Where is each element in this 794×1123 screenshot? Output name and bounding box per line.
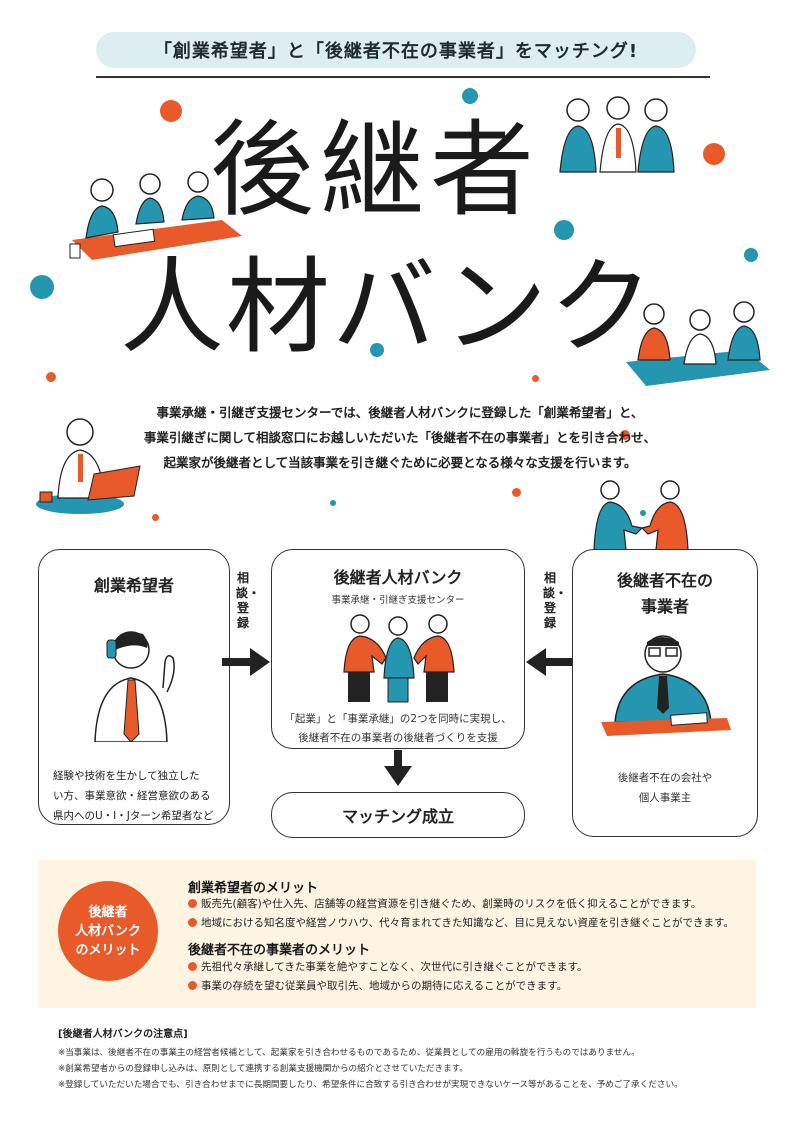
merit-badge: 後継者 人材バンク のメリット <box>58 881 158 981</box>
business-owner-box: 後継者不在の 事業者 後継者不在の会社や 個人事業主 <box>572 549 758 837</box>
note-line: ※登録していただいた場合でも、引き合わせまでに長期間要したり、希望条件に合致する… <box>58 1080 683 1090</box>
talent-bank-description: 「起業」と「事業承継」の2つを同時に実現し、 後継者不在の事業者の後継者づくりを… <box>272 710 524 748</box>
decor-dot <box>703 143 725 165</box>
applicant-merit-heading: 創業希望者のメリット <box>188 881 319 896</box>
tagline-banner: 「創業希望者」と「後継者不在の事業者」をマッチング! <box>96 32 696 68</box>
badge-line: 後継者 <box>88 904 128 920</box>
notes-heading: [後継者人材バンクの注意点] <box>58 1029 188 1040</box>
decor-dot <box>46 372 56 382</box>
merit-item: 事業の存続を望む従業員や取引先、地域からの期待に応えることができます。 <box>188 978 567 993</box>
decor-dot <box>532 375 539 382</box>
desc-line: 後継者不在の事業者の後継者づくりを支援 <box>298 732 498 744</box>
decor-dot <box>744 248 758 262</box>
owner-merit-heading: 後継者不在の事業者のメリット <box>188 943 371 958</box>
merit-item: 地域における知名度や経営ノウハウ、代々育まれてきた知識など、目に見えない資産を引… <box>188 915 734 930</box>
title-line: 後継者不在の <box>616 571 713 590</box>
badge-line: 人材バンク <box>75 923 141 939</box>
title-line: 事業者 <box>640 597 689 616</box>
three-people-illustration <box>343 614 455 703</box>
main-title-line1: 後継者 <box>210 109 541 231</box>
phone-person-illustration <box>94 631 175 742</box>
decor-dot <box>462 88 478 104</box>
talent-bank-title: 後継者人材バンク <box>333 568 463 587</box>
bullet-icon <box>188 918 197 927</box>
intro-line: 起業家が後継者として当該事業を引き継ぐために必要となる様々な支援を行います。 <box>163 455 637 470</box>
merit-item: 先祖代々承継してきた事業を絶やすことなく、次世代に引き継ぐことができます。 <box>188 959 588 974</box>
meeting-illustration <box>69 171 242 260</box>
merit-text: 販売先(顧客)や仕入先、店舗等の経営資源を引き継ぐため、創業時のリスクを低く抑え… <box>201 898 702 910</box>
intro-line: 事業承継・引継ぎ支援センターでは、後継者人材バンクに登録した「創業希望者」と、 <box>156 405 644 420</box>
desc-line: 後継者不在の会社や <box>617 772 713 784</box>
intro-line: 事業引継ぎに関して相談窓口にお越しいただいた「後継者不在の事業者」とを引き合わせ… <box>143 430 657 445</box>
applicant-box: 創業希望者 経験や技術を生かして独立した い方、事業意欲・経営意欲のある 県内へ… <box>38 549 230 825</box>
consult-register-label-right: 相談・登録 <box>543 571 568 630</box>
business-owner-title: 後継者不在の 事業者 <box>573 568 757 620</box>
main-title-line2: 人材バンク <box>120 246 656 368</box>
merit-item: 販売先(顧客)や仕入先、店舗等の経営資源を引き継ぐため、創業時のリスクを低く抑え… <box>188 896 701 911</box>
intro-text: 事業承継・引継ぎ支援センターでは、後継者人材バンクに登録した「創業希望者」と、 … <box>100 400 700 475</box>
arrow-down-icon <box>384 750 412 786</box>
decor-dot <box>512 488 521 497</box>
business-owner-description: 後継者不在の会社や 個人事業主 <box>573 768 757 808</box>
consult-register-label-left: 相談・登録 <box>236 571 261 630</box>
merit-text: 先祖代々承継してきた事業を絶やすことなく、次世代に引き継ぐことができます。 <box>201 961 588 973</box>
decor-dot <box>160 100 182 122</box>
owner-at-desk-illustration <box>601 635 731 736</box>
decor-dot <box>330 500 336 506</box>
bullet-icon <box>188 899 197 908</box>
header-divider <box>96 76 710 78</box>
arrow-right-icon <box>222 648 270 676</box>
desc-line: 県内へのU・I・Jターン希望者など <box>53 810 214 822</box>
matching-complete-box: マッチング成立 <box>271 792 525 838</box>
badge-line: のメリット <box>75 942 141 958</box>
merit-text: 地域における知名度や経営ノウハウ、代々育まれてきた知識など、目に見えない資産を引… <box>201 917 734 929</box>
note-line: ※創業希望者からの登録申し込みは、原則として連携する創業支援機関からの紹介とさせ… <box>58 1064 468 1074</box>
decor-dot <box>152 514 159 521</box>
decor-dot <box>554 220 574 240</box>
laptop-illustration <box>36 418 141 514</box>
decor-dot <box>370 343 384 357</box>
handshake-illustration <box>593 480 689 550</box>
decor-dot <box>620 430 630 440</box>
decor-dot <box>640 510 646 516</box>
talent-bank-subtitle: 事業承継・引継ぎ支援センター <box>331 595 465 606</box>
discussion-illustration <box>626 301 770 386</box>
desc-line: い方、事業意欲・経営意欲のある <box>53 790 211 802</box>
arrow-left-icon <box>526 648 574 676</box>
talent-bank-box: 後継者人材バンク 事業承継・引継ぎ支援センター 「起業」と「事業承継」の2つを同… <box>271 549 525 749</box>
applicant-title: 創業希望者 <box>93 576 174 595</box>
merit-text: 事業の存続を望む従業員や取引先、地域からの期待に応えることができます。 <box>201 980 568 992</box>
desc-line: 「起業」と「事業承継」の2つを同時に実現し、 <box>284 713 512 725</box>
applicant-description: 経験や技術を生かして独立した い方、事業意欲・経営意欲のある 県内へのU・I・J… <box>53 766 213 826</box>
bullet-icon <box>188 962 197 971</box>
decor-dot <box>30 275 54 299</box>
note-line: ※当事業は、後継者不在の事業主の経営者候補として、起業家を引き合わせるものである… <box>58 1048 640 1058</box>
desc-line: 個人事業主 <box>638 792 692 804</box>
desc-line: 経験や技術を生かして独立した <box>53 770 200 782</box>
bullet-icon <box>188 981 197 990</box>
team-illustration <box>559 96 675 173</box>
